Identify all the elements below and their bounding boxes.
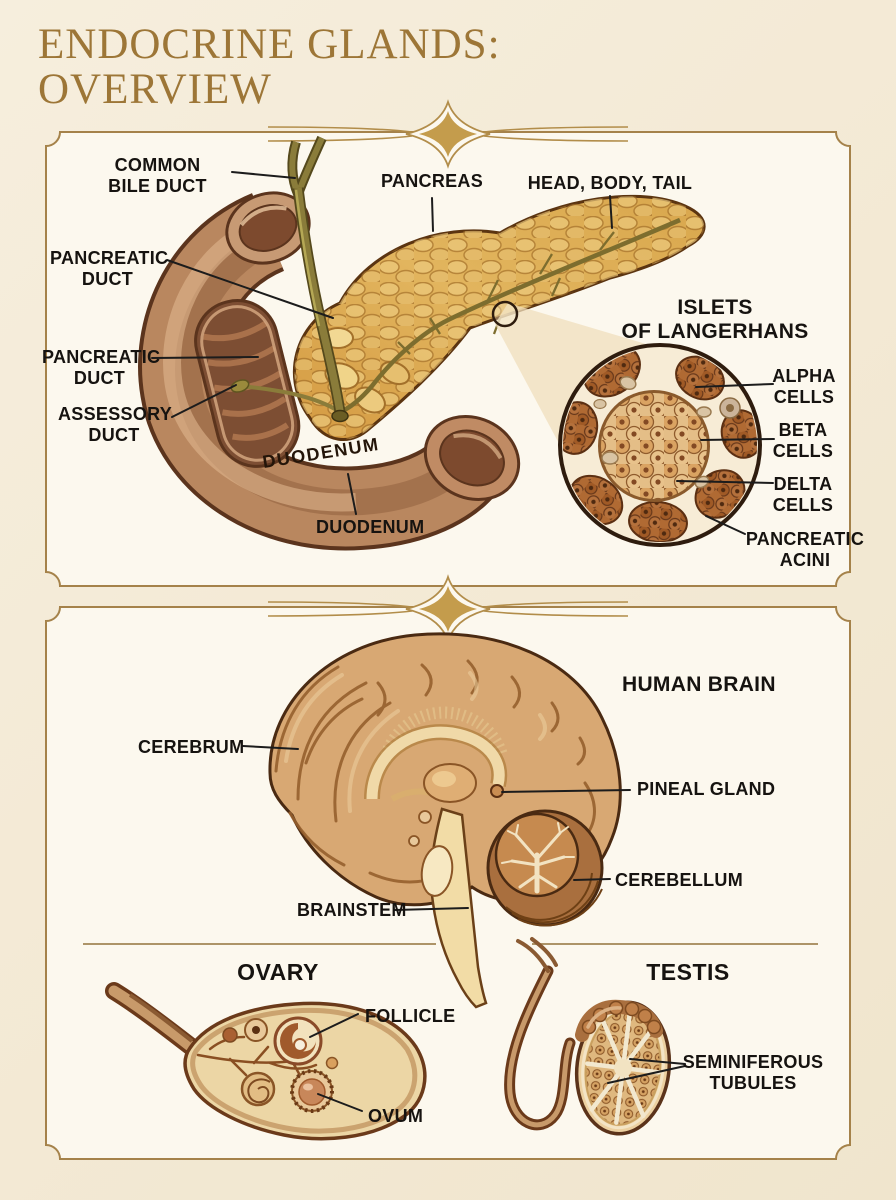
label-seminiferous-tubules: SEMINIFEROUS TUBULES [682, 1052, 824, 1093]
label-beta-cells: BETA CELLS [772, 420, 834, 461]
label-assessory-duct: ASSESSORY DUCT [58, 404, 173, 445]
pineal-gland-shape [490, 784, 504, 798]
pancreas-organ-illustration [230, 194, 706, 441]
label-alpha-cells: ALPHA CELLS [772, 366, 836, 407]
page-title: ENDOCRINE GLANDS: OVERVIEW [38, 21, 501, 114]
label-ovary: OVARY [237, 959, 319, 985]
label-testis: TESTIS [646, 959, 730, 985]
label-common-bile-duct: COMMON BILE DUCT [108, 155, 207, 196]
islets-magnifier [491, 300, 762, 547]
label-cerebellum: CEREBELLUM [615, 870, 743, 890]
label-islets-heading: ISLETS OF LANGERHANS [621, 296, 809, 344]
pointer-lines [151, 171, 775, 535]
label-pancreatic-duct-lower: PANCREATIC DUCT [42, 347, 161, 388]
pancreas-illustration [45, 99, 851, 587]
pointer-lines [242, 745, 686, 1112]
ovary-illustration [105, 982, 427, 1141]
testis-illustration [504, 937, 672, 1136]
label-pancreatic-duct-upper: PANCREATIC DUCT [50, 248, 169, 289]
label-pancreatic-acini: PANCREATIC ACINI [745, 529, 865, 570]
label-human-brain: HUMAN BRAIN [622, 673, 776, 696]
label-duodenum: DUODENUM [316, 517, 425, 537]
ovum-shape [290, 1069, 334, 1113]
label-delta-cells: DELTA CELLS [772, 474, 834, 515]
seminiferous-tubules-shape [585, 1011, 661, 1125]
cerebellum-illustration [486, 809, 604, 927]
label-pancreas: PANCREAS [380, 171, 484, 191]
label-follicle: FOLLICLE [365, 1006, 456, 1026]
label-cerebrum: CEREBRUM [138, 737, 245, 757]
label-brainstem: BRAINSTEM [297, 900, 407, 920]
glands-illustration [45, 574, 851, 1160]
panel-pancreas [40, 99, 856, 590]
frame-ornament-icon [267, 574, 629, 644]
label-pineal-gland: PINEAL GLAND [637, 779, 776, 799]
panel-glands [40, 574, 856, 1163]
magnifier-source-circle [491, 300, 519, 328]
label-ovum: OVUM [368, 1106, 424, 1126]
frame-ornament-icon [267, 99, 629, 169]
label-head-body-tail: HEAD, BODY, TAIL [527, 173, 693, 193]
